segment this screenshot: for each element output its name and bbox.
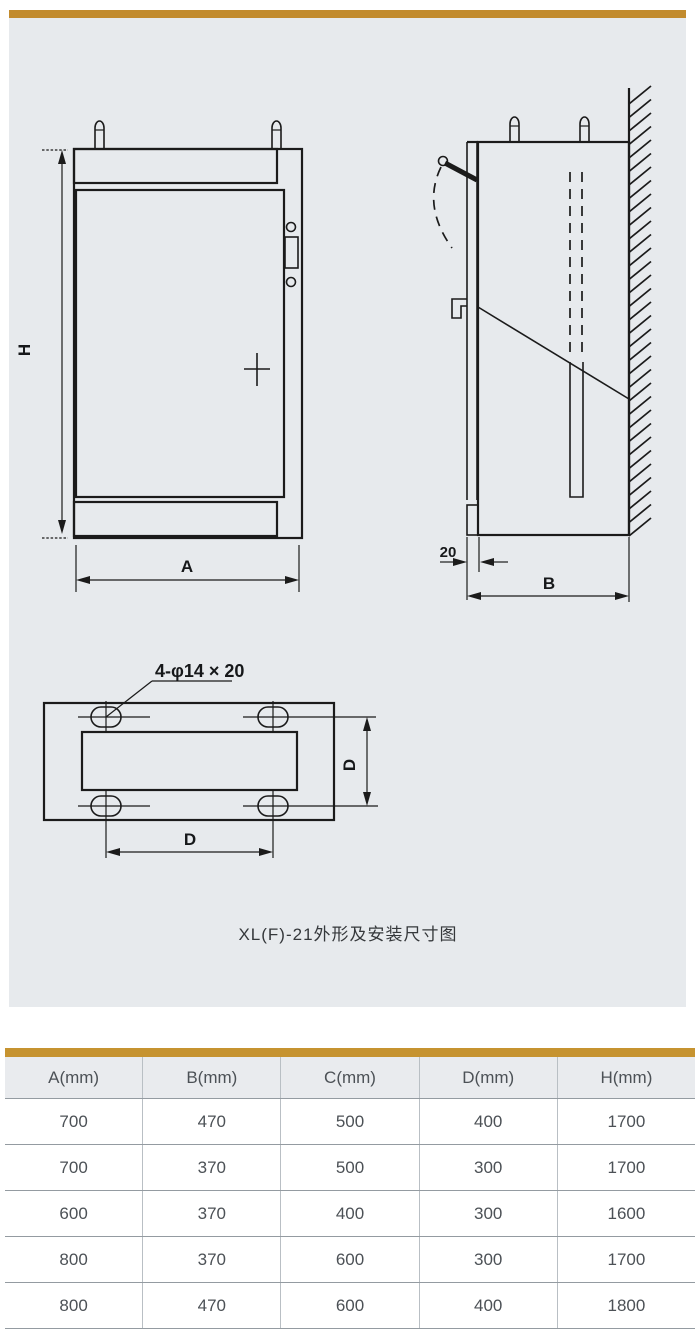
table-cell: 370 bbox=[143, 1191, 282, 1236]
hinge-icon bbox=[285, 276, 297, 288]
table-cell: 470 bbox=[143, 1099, 282, 1144]
side-view-drawing: 20 B bbox=[432, 85, 652, 602]
drawing-caption: XL(F)-21外形及安装尺寸图 bbox=[238, 925, 457, 944]
dimension-a: A bbox=[75, 545, 300, 592]
table-cell: 1800 bbox=[607, 1295, 646, 1315]
base-outline bbox=[42, 701, 336, 822]
base-view-drawing: 4-φ14 × 20 D D bbox=[42, 661, 378, 858]
dim-label-20: 20 bbox=[440, 544, 457, 561]
mounting-slot-icon bbox=[78, 701, 378, 858]
cabinet-plinth bbox=[72, 500, 279, 538]
table-cell: 470 bbox=[143, 1283, 282, 1328]
table-cell: 300 bbox=[420, 1191, 558, 1236]
cabinet-side-outline bbox=[476, 140, 631, 537]
door-lock-icon bbox=[284, 236, 299, 269]
base-inner-frame bbox=[80, 730, 299, 792]
dimension-20: 20 bbox=[440, 537, 508, 600]
dim-label-h: H bbox=[15, 344, 34, 356]
column-header: D(mm) bbox=[420, 1057, 558, 1098]
table-row: 800 470 600 400 1800 bbox=[5, 1283, 695, 1329]
table-cell: 1600 bbox=[607, 1203, 646, 1223]
column-header: C(mm) bbox=[281, 1057, 420, 1098]
table-row: 700 470 500 400 1700 bbox=[5, 1099, 695, 1145]
lifting-lug-icon bbox=[94, 120, 282, 149]
internal-channel bbox=[569, 172, 584, 498]
dim-label-d-horizontal: D bbox=[184, 830, 196, 849]
side-door-strip bbox=[466, 142, 479, 536]
table-cell: 400 bbox=[420, 1099, 558, 1144]
door-handle-open-icon bbox=[437, 155, 479, 183]
table-cell: 370 bbox=[143, 1145, 282, 1190]
front-view-drawing: H A bbox=[15, 120, 304, 592]
table-cell: 800 bbox=[5, 1283, 144, 1328]
table-cell: 400 bbox=[420, 1283, 558, 1328]
table-cell: 370 bbox=[143, 1237, 282, 1282]
dim-label-b: B bbox=[543, 574, 555, 593]
table-cell: 700 bbox=[5, 1099, 144, 1144]
dimension-h: H bbox=[15, 149, 68, 539]
table-row: 700 370 500 300 1700 bbox=[5, 1145, 695, 1191]
column-header: B(mm) bbox=[143, 1057, 282, 1098]
table-cell: 600 bbox=[5, 1191, 144, 1236]
dimension-d-horizontal: D bbox=[106, 830, 273, 856]
cabinet-door bbox=[74, 188, 286, 499]
dim-label-a: A bbox=[181, 557, 193, 576]
column-header: A(mm) bbox=[5, 1057, 144, 1098]
table-row: 800 370 600 300 1700 bbox=[5, 1237, 695, 1283]
table-cell: 300 bbox=[420, 1237, 558, 1282]
wall-hatch-icon bbox=[628, 85, 652, 537]
table-accent-bar bbox=[5, 1048, 695, 1057]
dimension-table: A(mm) B(mm) C(mm) D(mm) H(mm) 700 470 50… bbox=[5, 1048, 695, 1329]
dim-label-d-vertical: D bbox=[340, 759, 359, 771]
dimension-b: B bbox=[467, 537, 630, 602]
dimension-d-vertical: D bbox=[340, 717, 371, 806]
cabinet-top-band bbox=[72, 147, 279, 185]
table-row: 600 370 400 300 1600 bbox=[5, 1191, 695, 1237]
holes-callout: 4-φ14 × 20 bbox=[105, 661, 244, 718]
door-swing-arc bbox=[432, 166, 453, 249]
latch-hook-icon bbox=[451, 298, 467, 319]
table-cell: 300 bbox=[420, 1145, 558, 1190]
lifting-lug-icon bbox=[509, 116, 590, 142]
column-header: H(mm) bbox=[600, 1067, 653, 1087]
top-accent-bar bbox=[9, 10, 686, 18]
table-cell: 1700 bbox=[607, 1249, 646, 1269]
table-cell: 1700 bbox=[607, 1157, 646, 1177]
table-cell: 500 bbox=[281, 1099, 420, 1144]
hinge-icon bbox=[285, 221, 297, 233]
table-header-row: A(mm) B(mm) C(mm) D(mm) H(mm) bbox=[5, 1057, 695, 1099]
door-handle-cross-icon bbox=[244, 353, 270, 386]
table-cell: 700 bbox=[5, 1145, 144, 1190]
holes-label: 4-φ14 × 20 bbox=[155, 661, 244, 681]
table-cell: 400 bbox=[281, 1191, 420, 1236]
table-cell: 1700 bbox=[607, 1111, 646, 1131]
brace-diagonal bbox=[477, 306, 630, 400]
table-cell: 500 bbox=[281, 1145, 420, 1190]
technical-drawing: H A bbox=[15, 85, 652, 944]
table-cell: 600 bbox=[281, 1237, 420, 1282]
cabinet-outline bbox=[72, 147, 304, 540]
table-cell: 600 bbox=[281, 1283, 420, 1328]
table-cell: 800 bbox=[5, 1237, 144, 1282]
